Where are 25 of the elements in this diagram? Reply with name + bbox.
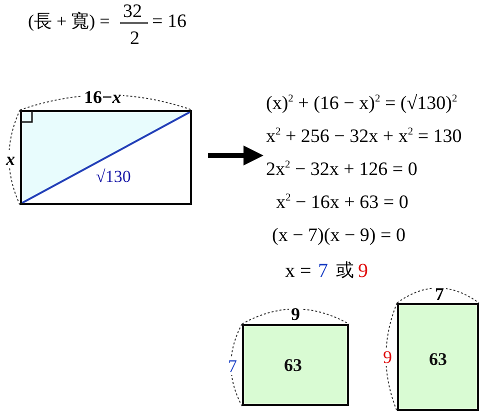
rectangle [242,324,349,406]
side-length-label: 7 [433,285,446,303]
arrow [208,146,264,166]
rectangle [397,303,479,411]
formula-text: (長 + 寬) = [28,12,110,30]
side-length-label: x [4,150,17,168]
side-length-label: 16−x [82,88,124,106]
formula-text: 32 [123,2,142,21]
equation: 2x$^{2}$ − 32x + 126 = 0 [266,160,418,179]
side-length-label: 9 [381,348,394,366]
formula-text: = 16 [152,12,186,31]
answer-text: 或 [336,261,354,279]
equation: (x)$^{2}$ + (16 − x)$^{2}$ = (√130)$^{2}$ [266,94,458,113]
area-label: 63 [284,356,302,374]
area-label: 63 [429,350,447,368]
equation: x$^{2}$ + 256 − 32x + x$^{2}$ = 130 [266,127,462,146]
side-length-label: 7 [226,357,239,375]
answer-text: 9 [358,261,368,281]
answer-text: x = [285,261,312,281]
equation: x$^{2}$ − 16x + 63 = 0 [276,193,408,212]
side-length-label: 9 [289,305,302,323]
equation: (x − 7)(x − 9) = 0 [272,226,406,245]
diagonal-label: √130 [96,168,131,185]
formula-text: 2 [130,29,140,48]
answer-text: 7 [318,261,328,281]
